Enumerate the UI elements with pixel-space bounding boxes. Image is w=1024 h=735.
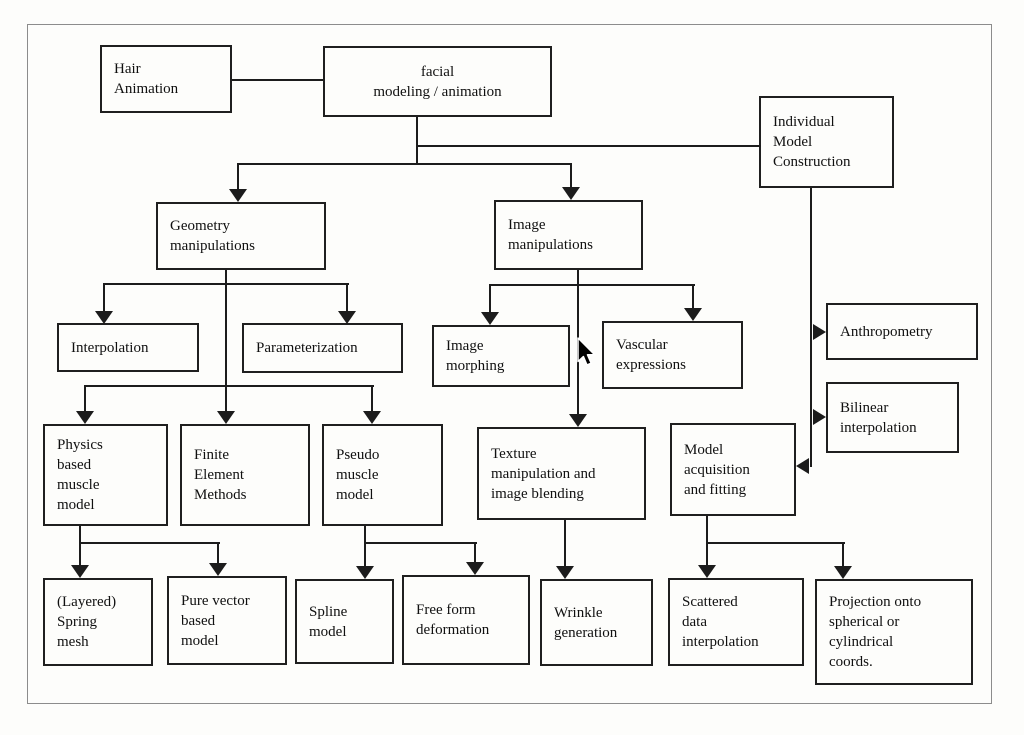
arrowhead-down-icon (466, 562, 484, 575)
connector-line (364, 542, 477, 544)
arrowhead-down-icon (76, 411, 94, 424)
arrowhead-down-icon (481, 312, 499, 325)
node-label: facial modeling / animation (373, 63, 502, 100)
node-label: Vascular expressions (616, 337, 686, 373)
node-label: Free form deformation (416, 602, 490, 638)
arrowhead-down-icon (229, 189, 247, 202)
connector-line (706, 516, 708, 544)
connector-line (489, 284, 695, 286)
node-anthropometry: Anthropometry (826, 303, 978, 360)
connector-line (232, 79, 323, 81)
connector-line (103, 283, 349, 285)
connector-line (706, 542, 708, 566)
arrowhead-down-icon (217, 411, 235, 424)
node-texture-manipulation-image-blending: Texture manipulation and image blending (477, 427, 646, 520)
connector-line (84, 385, 374, 387)
node-projection-spherical-cylindrical-coords: Projection onto spherical or cylindrical… (815, 579, 973, 685)
arrowhead-right-icon (813, 409, 826, 425)
arrowhead-down-icon (209, 563, 227, 576)
arrowhead-down-icon (834, 566, 852, 579)
node-label: Geometry manipulations (170, 218, 255, 254)
node-geometry-manipulations: Geometry manipulations (156, 202, 326, 270)
node-pure-vector-based-model: Pure vector based model (167, 576, 287, 665)
connector-line (237, 163, 239, 190)
arrowhead-down-icon (556, 566, 574, 579)
connector-line (474, 542, 476, 563)
node-hair-animation: Hair Animation (100, 45, 232, 113)
connector-line (79, 542, 81, 566)
connector-line (217, 542, 219, 564)
node-parameterization: Parameterization (242, 323, 403, 373)
connector-line (364, 542, 366, 567)
connector-line (225, 270, 227, 387)
connector-line (346, 283, 348, 312)
node-finite-element-methods: Finite Element Methods (180, 424, 310, 526)
node-label: Interpolation (71, 339, 149, 356)
connector-line (84, 385, 86, 412)
connector-line (79, 526, 81, 544)
connector-line (416, 145, 761, 147)
arrowhead-left-icon (796, 458, 809, 474)
node-label: Anthropometry (840, 323, 933, 340)
node-label: Spline model (309, 603, 348, 640)
node-label: Bilinear interpolation (840, 399, 917, 436)
connector-line (237, 163, 572, 165)
connector-line (371, 385, 373, 412)
diagram-frame (27, 24, 992, 704)
arrowhead-down-icon (698, 565, 716, 578)
arrowhead-down-icon (338, 311, 356, 324)
node-free-form-deformation: Free form deformation (402, 575, 530, 665)
node-label: Scattered data interpolation (682, 594, 759, 650)
node-label: Individual Model Construction (773, 114, 851, 170)
node-spline-model: Spline model (295, 579, 394, 664)
arrowhead-down-icon (356, 566, 374, 579)
node-label: Wrinkle generation (554, 604, 618, 641)
node-label: Finite Element Methods (194, 447, 247, 503)
connector-line (842, 542, 844, 567)
arrowhead-right-icon (813, 324, 826, 340)
node-wrinkle-generation: Wrinkle generation (540, 579, 653, 666)
node-label: Physics based muscle model (57, 437, 103, 513)
connector-line (570, 163, 572, 188)
arrowhead-down-icon (562, 187, 580, 200)
node-layered-spring-mesh: (Layered) Spring mesh (43, 578, 153, 666)
arrowhead-down-icon (684, 308, 702, 321)
node-label: Hair Animation (114, 61, 179, 97)
node-image-manipulations: Image manipulations (494, 200, 643, 270)
node-image-morphing: Image morphing (432, 325, 570, 387)
node-label: Projection onto spherical or cylindrical… (829, 594, 922, 670)
node-bilinear-interpolation: Bilinear interpolation (826, 382, 959, 453)
node-label: Pure vector based model (181, 592, 250, 649)
node-label: Model acquisition and fitting (684, 441, 750, 498)
connector-line (706, 542, 845, 544)
arrowhead-down-icon (71, 565, 89, 578)
node-interpolation: Interpolation (57, 323, 199, 372)
connector-line (810, 188, 812, 467)
connector-line (577, 270, 579, 415)
node-individual-model-construction: Individual Model Construction (759, 96, 894, 188)
node-label: (Layered) Spring mesh (57, 594, 117, 650)
connector-line (225, 385, 227, 412)
arrowhead-down-icon (95, 311, 113, 324)
node-model-acquisition-and-fitting: Model acquisition and fitting (670, 423, 796, 516)
connector-line (416, 117, 418, 165)
node-label: Image morphing (446, 338, 505, 374)
node-label: Parameterization (256, 340, 358, 356)
node-vascular-expressions: Vascular expressions (602, 321, 743, 389)
node-pseudo-muscle-model: Pseudo muscle model (322, 424, 443, 526)
connector-line (364, 526, 366, 544)
node-facial-modeling-animation: facial modeling / animation (323, 46, 552, 117)
connector-line (489, 284, 491, 313)
node-label: Image manipulations (508, 217, 593, 253)
node-label: Texture manipulation and image blending (491, 445, 596, 502)
arrowhead-down-icon (363, 411, 381, 424)
connector-line (564, 520, 566, 567)
connector-line (103, 283, 105, 313)
connector-line (692, 284, 694, 309)
connector-line (79, 542, 220, 544)
arrowhead-down-icon (569, 414, 587, 427)
node-physics-based-muscle-model: Physics based muscle model (43, 424, 168, 526)
node-label: Pseudo muscle model (336, 447, 380, 503)
node-scattered-data-interpolation: Scattered data interpolation (668, 578, 804, 666)
